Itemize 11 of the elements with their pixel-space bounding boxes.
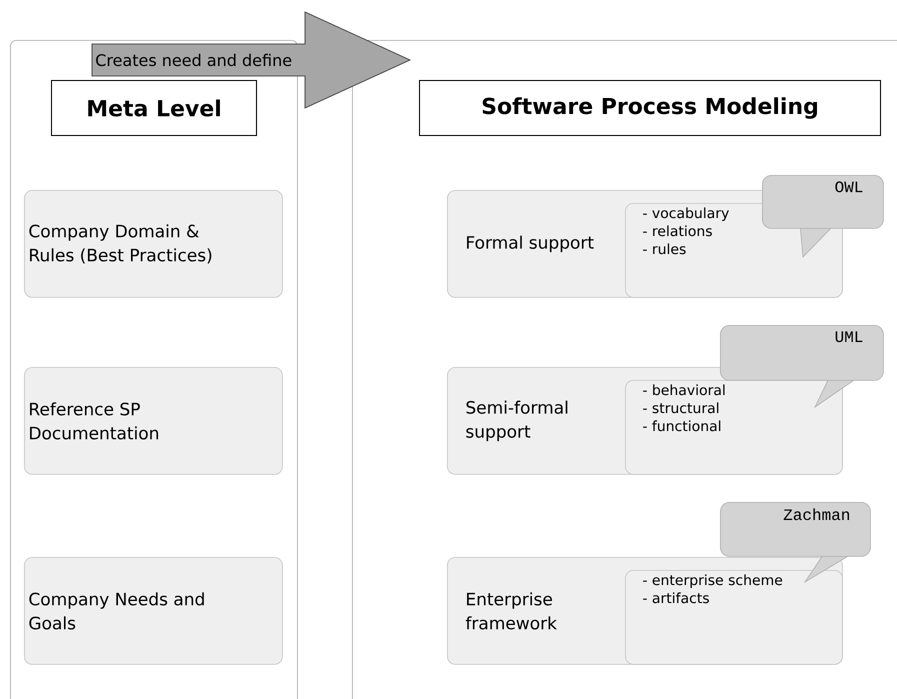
list-box: - enterprise scheme - artifacts <box>625 570 843 665</box>
column-panel <box>352 40 897 699</box>
edge-label: Creates need and define <box>94 52 294 68</box>
column-panel <box>10 40 298 699</box>
rounded-box: Company Needs and Goals <box>24 557 283 665</box>
heading-box: Meta Level <box>51 80 257 136</box>
rounded-box: Reference SP Documentation <box>24 367 283 475</box>
speech-bubble: OWL <box>762 175 884 258</box>
heading-box: Software Process Modeling <box>419 80 881 136</box>
rounded-box: Company Domain & Rules (Best Practices) <box>24 190 283 298</box>
list-box: - behavioral - structural - functional <box>625 380 843 475</box>
